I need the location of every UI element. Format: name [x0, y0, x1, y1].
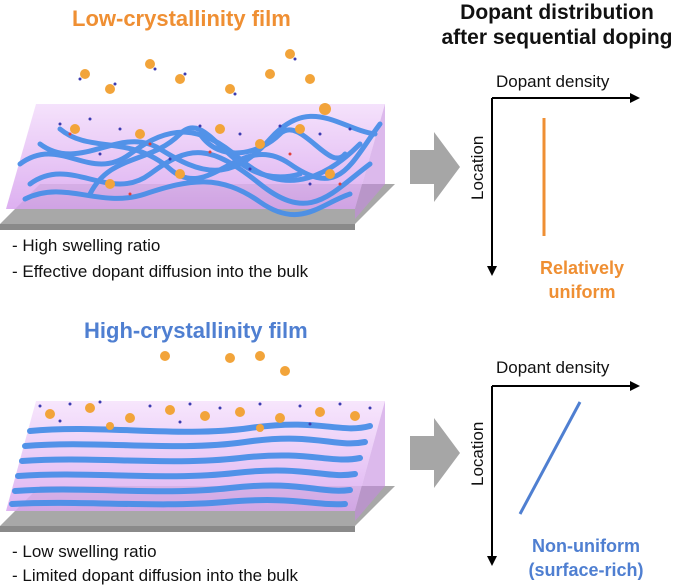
low-crystallinity-film-illustration [0, 49, 395, 230]
top-plot-note-line-2: uniform [548, 282, 616, 302]
top-bullet-1: - High swelling ratio [12, 236, 161, 255]
right-title: Dopant distribution after sequential dop… [432, 0, 682, 50]
right-title-line-1: Dopant distribution [460, 1, 654, 24]
top-bullet-2: - Effective dopant diffusion into the bu… [12, 262, 309, 281]
top-plot-axes [487, 93, 640, 276]
bottom-plot-note: Non-uniform (surface-rich) [516, 534, 656, 582]
bottom-plot-x-label: Dopant density [496, 358, 610, 377]
right-title-line-2: after sequential doping [441, 26, 673, 49]
arrow-right-icon [410, 418, 460, 488]
bottom-bullet-2: - Limited dopant diffusion into the bulk [12, 566, 299, 585]
bottom-plot-note-line-2: (surface-rich) [528, 560, 644, 580]
top-plot-note-line-1: Relatively [539, 258, 625, 278]
top-plot-note: Relatively uniform [522, 256, 642, 304]
bottom-plot-dopant-line [518, 401, 582, 515]
high-crystallinity-title: High-crystallinity film [84, 318, 308, 343]
top-plot-x-label: Dopant density [496, 72, 610, 91]
bottom-plot-y-label: Location [468, 421, 487, 486]
arrow-right-icon [410, 132, 460, 202]
top-plot-y-label: Location [468, 135, 487, 200]
high-crystallinity-film-illustration [0, 351, 395, 532]
low-crystallinity-title: Low-crystallinity film [72, 6, 291, 31]
bottom-bullet-1: - Low swelling ratio [12, 542, 157, 561]
bottom-plot-axes [487, 381, 640, 566]
bottom-plot-note-line-1: Non-uniform [532, 536, 640, 556]
